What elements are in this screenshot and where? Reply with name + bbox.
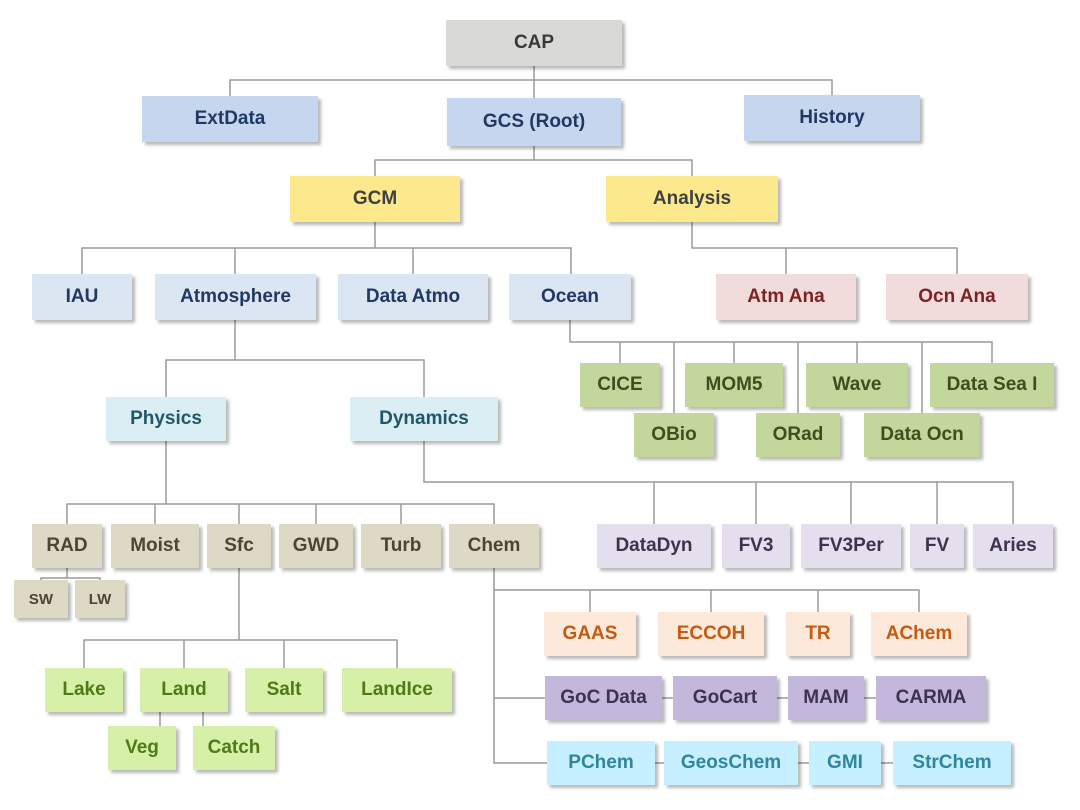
node-iau: IAU bbox=[32, 274, 132, 320]
node-dataseai: Data Sea I bbox=[930, 363, 1054, 407]
node-wave: Wave bbox=[806, 363, 908, 407]
node-tr: TR bbox=[786, 612, 850, 656]
node-fv3per: FV3Per bbox=[801, 524, 901, 568]
connector-line bbox=[423, 441, 1014, 524]
node-datadyn: DataDyn bbox=[597, 524, 711, 568]
node-gcs: GCS (Root) bbox=[447, 98, 621, 146]
connector-line bbox=[66, 503, 495, 524]
node-chem: Chem bbox=[449, 524, 539, 568]
node-achem: AChem bbox=[871, 612, 967, 656]
node-turb: Turb bbox=[361, 524, 441, 568]
node-history: History bbox=[744, 95, 920, 141]
connector-line bbox=[569, 320, 993, 363]
node-dataatmo: Data Atmo bbox=[338, 274, 488, 320]
node-rad: RAD bbox=[32, 524, 102, 568]
node-cice: CICE bbox=[580, 363, 660, 407]
node-cap: CAP bbox=[446, 20, 622, 66]
node-gmi: GMI bbox=[809, 741, 881, 785]
node-orad: ORad bbox=[756, 413, 840, 457]
node-gcm: GCM bbox=[290, 176, 460, 222]
connector-line bbox=[493, 568, 547, 764]
node-ocnana: Ocn Ana bbox=[886, 274, 1028, 320]
node-obio: OBio bbox=[634, 413, 714, 457]
node-physics: Physics bbox=[106, 397, 226, 441]
node-gaas: GAAS bbox=[544, 612, 636, 656]
node-landice: LandIce bbox=[342, 668, 452, 712]
node-atmana: Atm Ana bbox=[716, 274, 856, 320]
node-lake: Lake bbox=[45, 668, 123, 712]
connector-line bbox=[165, 359, 425, 397]
node-geoschem: GeosChem bbox=[664, 741, 798, 785]
node-ocean: Ocean bbox=[509, 274, 631, 320]
connector-line bbox=[494, 589, 920, 612]
node-gocart: GoCart bbox=[673, 676, 777, 720]
node-sw: SW bbox=[14, 580, 68, 618]
node-dataocn: Data Ocn bbox=[864, 413, 980, 457]
node-fv: FV bbox=[910, 524, 964, 568]
node-dynamics: Dynamics bbox=[350, 397, 498, 441]
node-moist: Moist bbox=[111, 524, 199, 568]
connector-line bbox=[83, 639, 398, 668]
node-pchem: PChem bbox=[547, 741, 655, 785]
node-atmosphere: Atmosphere bbox=[155, 274, 316, 320]
connector-line bbox=[81, 247, 572, 274]
connector-line bbox=[229, 79, 833, 96]
node-gwd: GWD bbox=[279, 524, 353, 568]
node-aries: Aries bbox=[973, 524, 1053, 568]
node-lw: LW bbox=[75, 580, 125, 618]
node-sfc: Sfc bbox=[207, 524, 271, 568]
node-mom5: MOM5 bbox=[685, 363, 783, 407]
connector-line bbox=[691, 222, 958, 274]
node-veg: Veg bbox=[108, 726, 176, 770]
node-catch: Catch bbox=[193, 726, 275, 770]
connector-line bbox=[374, 159, 693, 176]
node-carma: CARMA bbox=[876, 676, 986, 720]
node-fv3: FV3 bbox=[722, 524, 790, 568]
node-land: Land bbox=[140, 668, 228, 712]
node-eccoh: ECCOH bbox=[658, 612, 764, 656]
node-salt: Salt bbox=[245, 668, 323, 712]
node-extdata: ExtData bbox=[142, 96, 318, 142]
node-mam: MAM bbox=[788, 676, 864, 720]
node-analysis: Analysis bbox=[606, 176, 778, 222]
node-gocdata: GoC Data bbox=[545, 676, 662, 720]
connector-line bbox=[40, 577, 101, 580]
node-strchem: StrChem bbox=[893, 741, 1011, 785]
